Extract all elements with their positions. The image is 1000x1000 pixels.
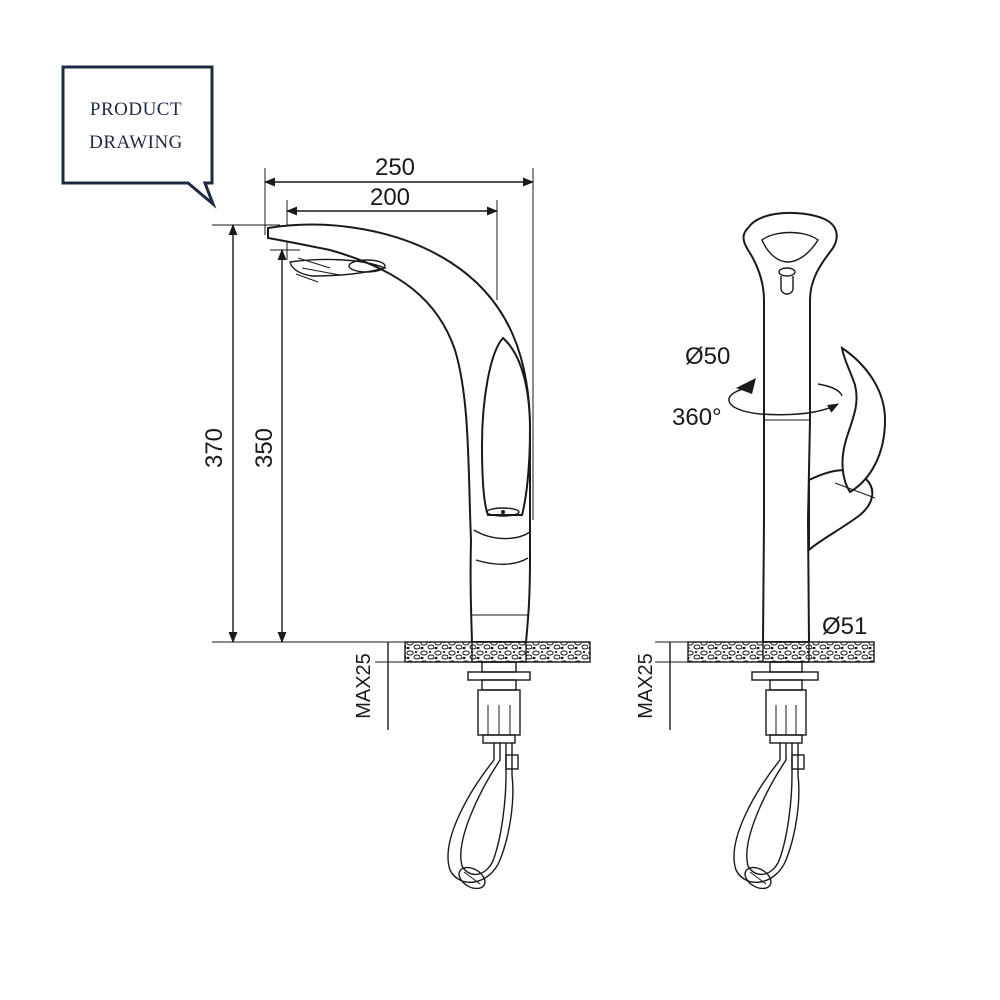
- rotation-indicator: [728, 378, 843, 416]
- side-underside: [447, 641, 531, 890]
- front-max-deck-label: MAX25: [635, 653, 657, 719]
- side-max-deck-dimension: MAX25: [353, 641, 405, 730]
- side-view: 250 200 370 350: [201, 154, 591, 890]
- spout-diameter-label: Ø50: [685, 343, 730, 370]
- height-total-label: 370: [201, 428, 228, 468]
- faucet-front-body: [742, 211, 887, 643]
- width-dimensions: 250 200: [263, 154, 535, 520]
- width-spout-label: 200: [370, 184, 410, 211]
- front-view: Ø50 360° Ø51 MAX25: [635, 211, 887, 890]
- side-max-deck-label: MAX25: [353, 653, 375, 719]
- side-counter: [404, 641, 591, 663]
- front-max-deck-dimension: MAX25: [635, 642, 671, 730]
- height-spout-label: 350: [251, 428, 278, 468]
- badge-line2: DRAWING: [89, 132, 183, 153]
- badge-line1: PRODUCT: [90, 99, 182, 120]
- height-dimensions: 370 350: [201, 223, 410, 644]
- badge-frame: [61, 65, 217, 209]
- front-underside: [733, 641, 819, 890]
- faucet-side-body: [267, 223, 532, 643]
- width-total-label: 250: [375, 154, 415, 181]
- rotation-label: 360°: [672, 404, 722, 431]
- product-drawing-badge: PRODUCT DRAWING: [61, 65, 217, 209]
- base-diameter-label: Ø51: [822, 613, 867, 640]
- front-counter: [687, 641, 875, 663]
